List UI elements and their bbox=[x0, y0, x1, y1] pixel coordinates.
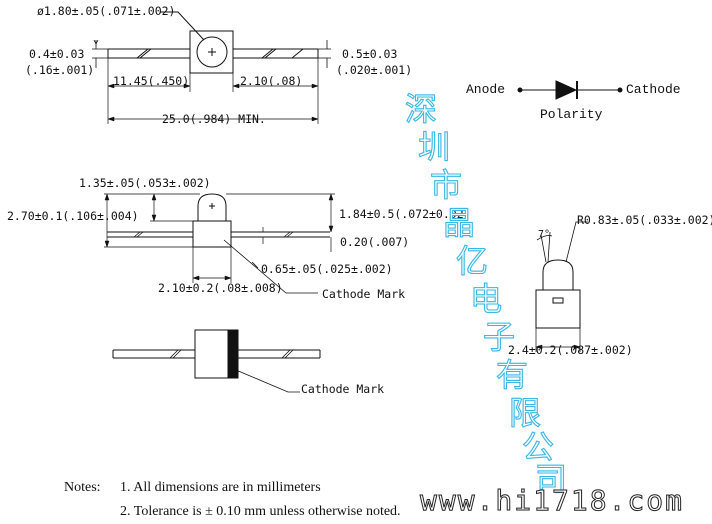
left-lead-thickness-label: 0.4±0.03 bbox=[29, 47, 85, 61]
side-body-width-label: 2.10±0.2(.08±.008) bbox=[158, 281, 283, 295]
note-line-2: 2. Tolerance is ± 0.10 mm unless otherwi… bbox=[120, 504, 401, 519]
polarity-label: Polarity bbox=[540, 107, 603, 122]
watermark-char: 市 bbox=[429, 166, 463, 204]
watermark-char: 限 bbox=[508, 394, 542, 432]
watermark-char: 司 bbox=[534, 460, 568, 498]
end-radius-label: R0.83±.05(.033±.002) bbox=[577, 213, 712, 227]
side-right-height-label: 1.84±0.5(.072±0.02) bbox=[339, 207, 471, 221]
cathode-label: Cathode bbox=[626, 82, 681, 97]
end-view-outline bbox=[535, 221, 588, 352]
right-length-label: 2.10(.08) bbox=[240, 74, 303, 88]
watermark-char: 电 bbox=[469, 280, 503, 318]
watermark-char: 亿 bbox=[455, 242, 489, 280]
side-height-label: 2.70±0.1(.106±.004) bbox=[7, 209, 139, 223]
side-top-dim-label: 1.35±.05(.053±.002) bbox=[79, 176, 211, 190]
watermark-char: 圳 bbox=[417, 128, 451, 166]
left-length-label: 11.45(.450) bbox=[113, 74, 190, 88]
bottom-view-outline bbox=[112, 329, 321, 393]
anode-label: Anode bbox=[466, 82, 506, 97]
right-lead-thickness-inch-label: (.020±.001) bbox=[336, 63, 413, 77]
side-mark-dim-label: 0.65±.05(.025±.002) bbox=[261, 262, 393, 276]
side-view-outline bbox=[104, 193, 335, 294]
watermark-char: 子 bbox=[482, 318, 516, 356]
end-angle-label: 7° bbox=[538, 229, 551, 240]
left-lead-thickness-inch-label: (.16±.001) bbox=[25, 63, 95, 77]
notes-heading: Notes: bbox=[64, 480, 101, 495]
watermark-char: 有 bbox=[495, 356, 529, 394]
watermark-url: www.hi1718.com bbox=[419, 484, 685, 518]
bottom-cathode-mark-label: Cathode Mark bbox=[301, 382, 385, 396]
end-width-label: 2.4±0.2(.087±.002) bbox=[508, 343, 633, 357]
right-lead-thickness-label: 0.5±0.03 bbox=[342, 47, 398, 61]
side-lead-dim-label: 0.20(.007) bbox=[340, 235, 410, 249]
note-line-1: 1. All dimensions are in millimeters bbox=[120, 480, 321, 495]
diode-symbol bbox=[517, 80, 623, 100]
total-length-label: 25.0(.984) MIN. bbox=[162, 112, 266, 126]
watermark-char: 公 bbox=[521, 428, 555, 466]
watermark-char: 深 bbox=[404, 90, 438, 128]
lens-diameter-label: ø1.80±.05(.071±.002) bbox=[37, 4, 176, 18]
top-view-outline bbox=[92, 11, 331, 124]
side-cathode-mark-label: Cathode Mark bbox=[322, 287, 406, 301]
watermark-char: 晶 bbox=[442, 204, 476, 242]
